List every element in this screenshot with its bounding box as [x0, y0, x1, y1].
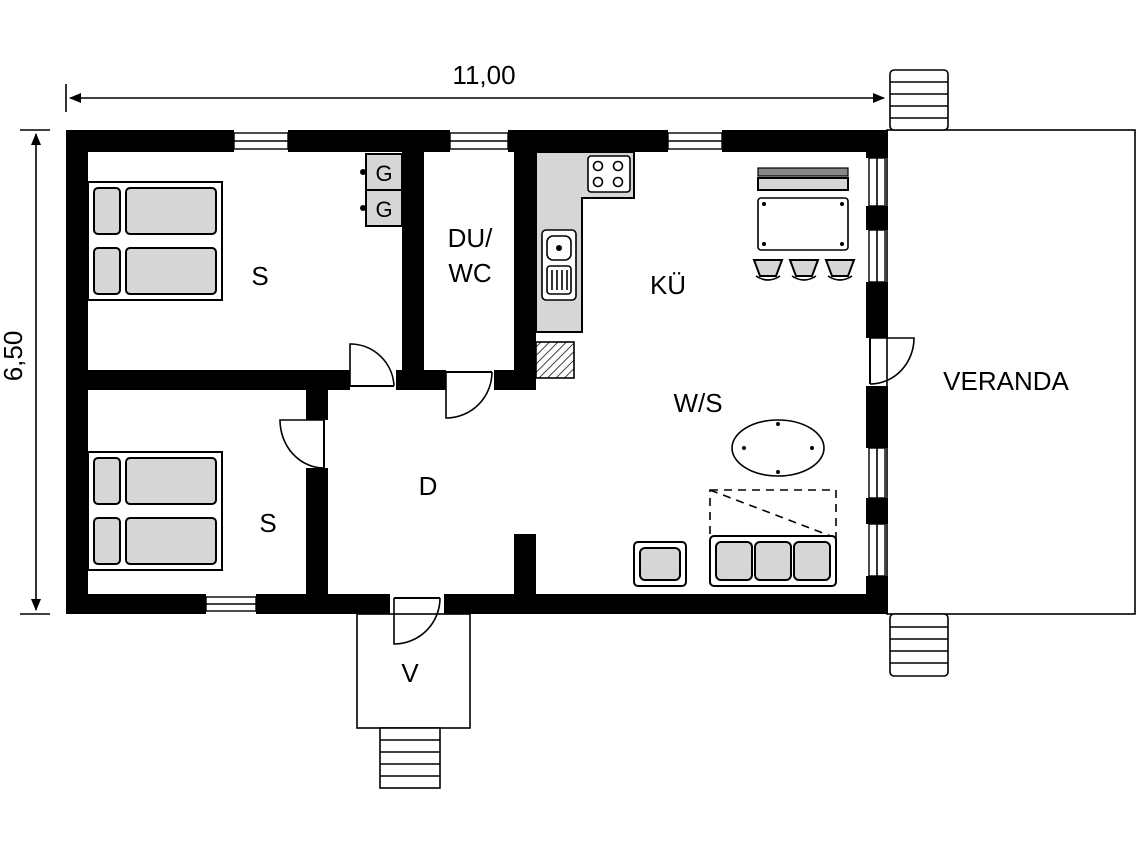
veranda: VERANDA [886, 129, 1136, 615]
veranda-steps-bottom [889, 613, 949, 677]
veranda-steps-top [889, 69, 949, 131]
window-top-bedroom [233, 132, 289, 150]
walls [66, 130, 888, 614]
height-label: 6,50 [0, 331, 28, 382]
doors [279, 337, 915, 645]
dimension-height: 6,50 [0, 129, 50, 615]
door-veranda [869, 337, 915, 385]
room-label-kitchen: KÜ [650, 270, 686, 300]
bed-top [87, 181, 223, 301]
window-right-1 [868, 157, 886, 207]
window-top-bath [449, 132, 509, 150]
window-right-2 [868, 229, 886, 283]
window-top-kitchen [667, 132, 723, 150]
appliance-g-bottom: G [360, 189, 403, 227]
armchair [633, 541, 687, 587]
room-label-vestibule: V [401, 658, 419, 688]
door-bedroom-top [349, 343, 395, 387]
window-bottom-bedroom [205, 596, 257, 612]
coffee-table [731, 419, 825, 477]
door-entrance [393, 597, 441, 645]
width-label: 11,00 [452, 60, 515, 90]
window-right-3 [868, 447, 886, 499]
sink-icon [541, 229, 577, 301]
fireplace-icon [535, 341, 575, 379]
dining-bench [757, 167, 849, 191]
bed-bottom [87, 451, 223, 571]
dining-chairs [752, 259, 856, 281]
stove-icon [587, 155, 631, 193]
g-label-1: G [375, 161, 392, 186]
room-label-bathroom-2: WC [448, 258, 491, 288]
room-label-hallway: D [419, 471, 438, 501]
g-label-2: G [375, 197, 392, 222]
dimension-width: 11,00 [65, 60, 885, 112]
entrance-steps [379, 727, 441, 789]
room-label-veranda: VERANDA [943, 366, 1069, 396]
room-label-bathroom-1: DU/ [448, 223, 494, 253]
room-label-bedroom-top: S [251, 261, 268, 291]
room-label-living: W/S [673, 388, 722, 418]
door-bedroom-bottom [279, 419, 325, 469]
sofa [709, 535, 837, 587]
window-right-4 [868, 523, 886, 577]
appliance-g-top: G [360, 153, 403, 191]
dining-table [757, 197, 849, 251]
room-label-bedroom-bottom: S [259, 508, 276, 538]
vestibule: V [356, 613, 471, 729]
door-bathroom [445, 371, 493, 419]
windows [205, 132, 886, 612]
